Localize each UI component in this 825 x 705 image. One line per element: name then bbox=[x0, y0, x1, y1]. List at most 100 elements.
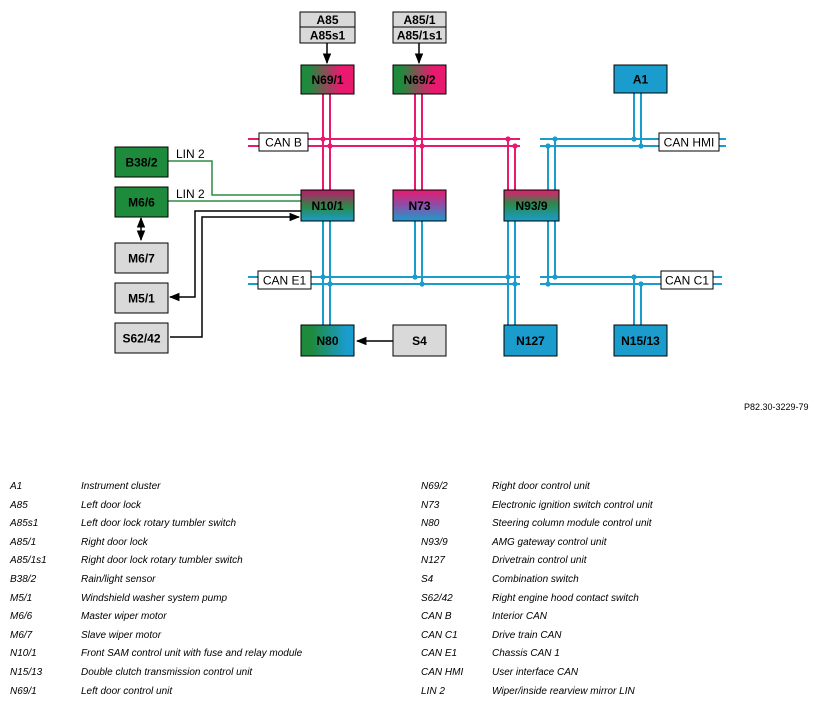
legend-code: A1 bbox=[10, 481, 23, 492]
svg-text:A1: A1 bbox=[633, 73, 649, 87]
box-m6-6: M6/6 bbox=[114, 186, 169, 218]
svg-text:CAN HMI: CAN HMI bbox=[664, 136, 715, 150]
legend-code: A85 bbox=[10, 499, 28, 511]
legend-description: Drivetrain control unit bbox=[492, 555, 587, 567]
legend-code: A85/1s1 bbox=[10, 555, 47, 567]
box-b38-2: B38/2 bbox=[114, 146, 169, 178]
legend-row: S4 Combination switch bbox=[421, 571, 821, 590]
svg-text:S62/42: S62/42 bbox=[122, 332, 160, 346]
legend-row: CAN B Interior CAN bbox=[421, 608, 821, 627]
box-a85-1s1: A85/1s1 bbox=[392, 26, 447, 44]
legend-row: A85s1 Left door lock rotary tumbler switc… bbox=[10, 515, 410, 534]
bus-label-can-c1: CAN C1 bbox=[660, 270, 714, 290]
svg-text:N10/1: N10/1 bbox=[311, 199, 343, 213]
legend-code: N80 bbox=[421, 518, 440, 530]
legend-code: N69/2 bbox=[421, 481, 448, 492]
svg-text:B38/2: B38/2 bbox=[125, 156, 157, 170]
svg-text:CAN C1: CAN C1 bbox=[665, 274, 709, 288]
bus-label-can-b: CAN B bbox=[258, 132, 309, 152]
svg-text:M6/6: M6/6 bbox=[128, 196, 155, 210]
legend-code: N15/13 bbox=[10, 666, 43, 678]
box-n73: N73 bbox=[392, 189, 447, 222]
svg-text:N127: N127 bbox=[516, 334, 545, 348]
legend-description: Interior CAN bbox=[492, 611, 548, 623]
legend-row: A85/1s1 Right door lock rotary tumbler sw… bbox=[10, 552, 410, 571]
legend-code: LIN 2 bbox=[421, 685, 445, 697]
legend-description: Master wiper motor bbox=[81, 611, 167, 623]
legend-code: CAN B bbox=[421, 611, 452, 623]
legend-description: Right door control unit bbox=[492, 481, 590, 492]
legend-description: Left door lock rotary tumbler switch bbox=[81, 518, 237, 530]
legend-description: Right door lock rotary tumbler switch bbox=[81, 555, 243, 567]
legend-description: Combination switch bbox=[492, 573, 579, 585]
legend-code: A85s1 bbox=[10, 518, 39, 530]
box-n15-13: N15/13 bbox=[613, 324, 668, 357]
box-n69-2: N69/2 bbox=[392, 64, 447, 95]
svg-text:A85/1s1: A85/1s1 bbox=[397, 29, 443, 43]
svg-text:A85/1: A85/1 bbox=[403, 13, 435, 27]
legend-row: A1 Instrument cluster bbox=[10, 478, 410, 497]
legend-row: N69/2 Right door control unit bbox=[421, 478, 821, 497]
legend-description: Windshield washer system pump bbox=[81, 592, 228, 604]
legend-description: Chassis CAN 1 bbox=[492, 648, 560, 660]
legend-code: N73 bbox=[421, 499, 440, 511]
legend-code: M6/6 bbox=[10, 611, 33, 623]
figure-reference: P82.30-3229-79 bbox=[744, 402, 809, 412]
legend-description: Instrument cluster bbox=[81, 481, 161, 492]
box-n80: N80 bbox=[300, 324, 355, 357]
lin-label-2: LIN 2 bbox=[176, 187, 205, 201]
lin-lines bbox=[168, 160, 301, 202]
legend-description: User interface CAN bbox=[492, 666, 579, 678]
legend-code: M6/7 bbox=[10, 629, 33, 641]
svg-text:A85s1: A85s1 bbox=[310, 29, 346, 43]
svg-text:S4: S4 bbox=[412, 334, 427, 348]
box-s4: S4 bbox=[392, 324, 447, 357]
legend-description: Slave wiper motor bbox=[81, 629, 162, 641]
legend-code: N127 bbox=[421, 555, 445, 567]
svg-text:N69/1: N69/1 bbox=[311, 73, 343, 87]
legend-row: A85 Left door lock bbox=[10, 497, 410, 516]
legend-code: S4 bbox=[421, 573, 434, 585]
legend-code: CAN C1 bbox=[421, 629, 458, 641]
box-n10-1: N10/1 bbox=[300, 189, 355, 222]
bus-label-can-hmi: CAN HMI bbox=[658, 132, 720, 152]
svg-text:A85: A85 bbox=[316, 13, 338, 27]
network-diagram: LIN 2 LIN 2 CAN B CAN HMI CAN E1 CAN C1 … bbox=[114, 11, 726, 357]
legend-description: Right engine hood contact switch bbox=[492, 592, 639, 604]
svg-text:CAN B: CAN B bbox=[265, 136, 302, 150]
signal-arrows bbox=[136, 43, 424, 346]
lin-label-1: LIN 2 bbox=[176, 147, 205, 161]
legend-code: B38/2 bbox=[10, 573, 37, 585]
legend-code: A85/1 bbox=[10, 536, 37, 548]
legend-description: AMG gateway control unit bbox=[492, 536, 607, 548]
svg-text:CAN E1: CAN E1 bbox=[263, 274, 307, 288]
box-a85s1: A85s1 bbox=[299, 26, 356, 44]
legend-description: Rain/light sensor bbox=[81, 573, 156, 585]
can-c1-nodes bbox=[545, 274, 644, 287]
can-b-nodes bbox=[320, 136, 518, 149]
legend-description: Drive train CAN bbox=[492, 629, 562, 641]
can-e1-nodes bbox=[320, 274, 518, 287]
legend-description: Front SAM control unit with fuse and rel… bbox=[81, 648, 303, 660]
svg-text:N80: N80 bbox=[316, 334, 338, 348]
svg-text:N69/2: N69/2 bbox=[403, 73, 435, 87]
legend-description: Wiper/inside rearview mirror LIN bbox=[492, 685, 635, 697]
legend-description: Left door lock bbox=[81, 499, 142, 511]
svg-text:N73: N73 bbox=[408, 199, 430, 213]
svg-text:N93/9: N93/9 bbox=[515, 199, 547, 213]
legend-code: N69/1 bbox=[10, 685, 37, 697]
legend-code: N10/1 bbox=[10, 648, 37, 660]
svg-text:N15/13: N15/13 bbox=[621, 334, 660, 348]
box-s62-42: S62/42 bbox=[114, 322, 169, 354]
legend-row: M6/7 Slave wiper motor bbox=[10, 627, 410, 646]
box-m5-1: M5/1 bbox=[114, 282, 169, 314]
